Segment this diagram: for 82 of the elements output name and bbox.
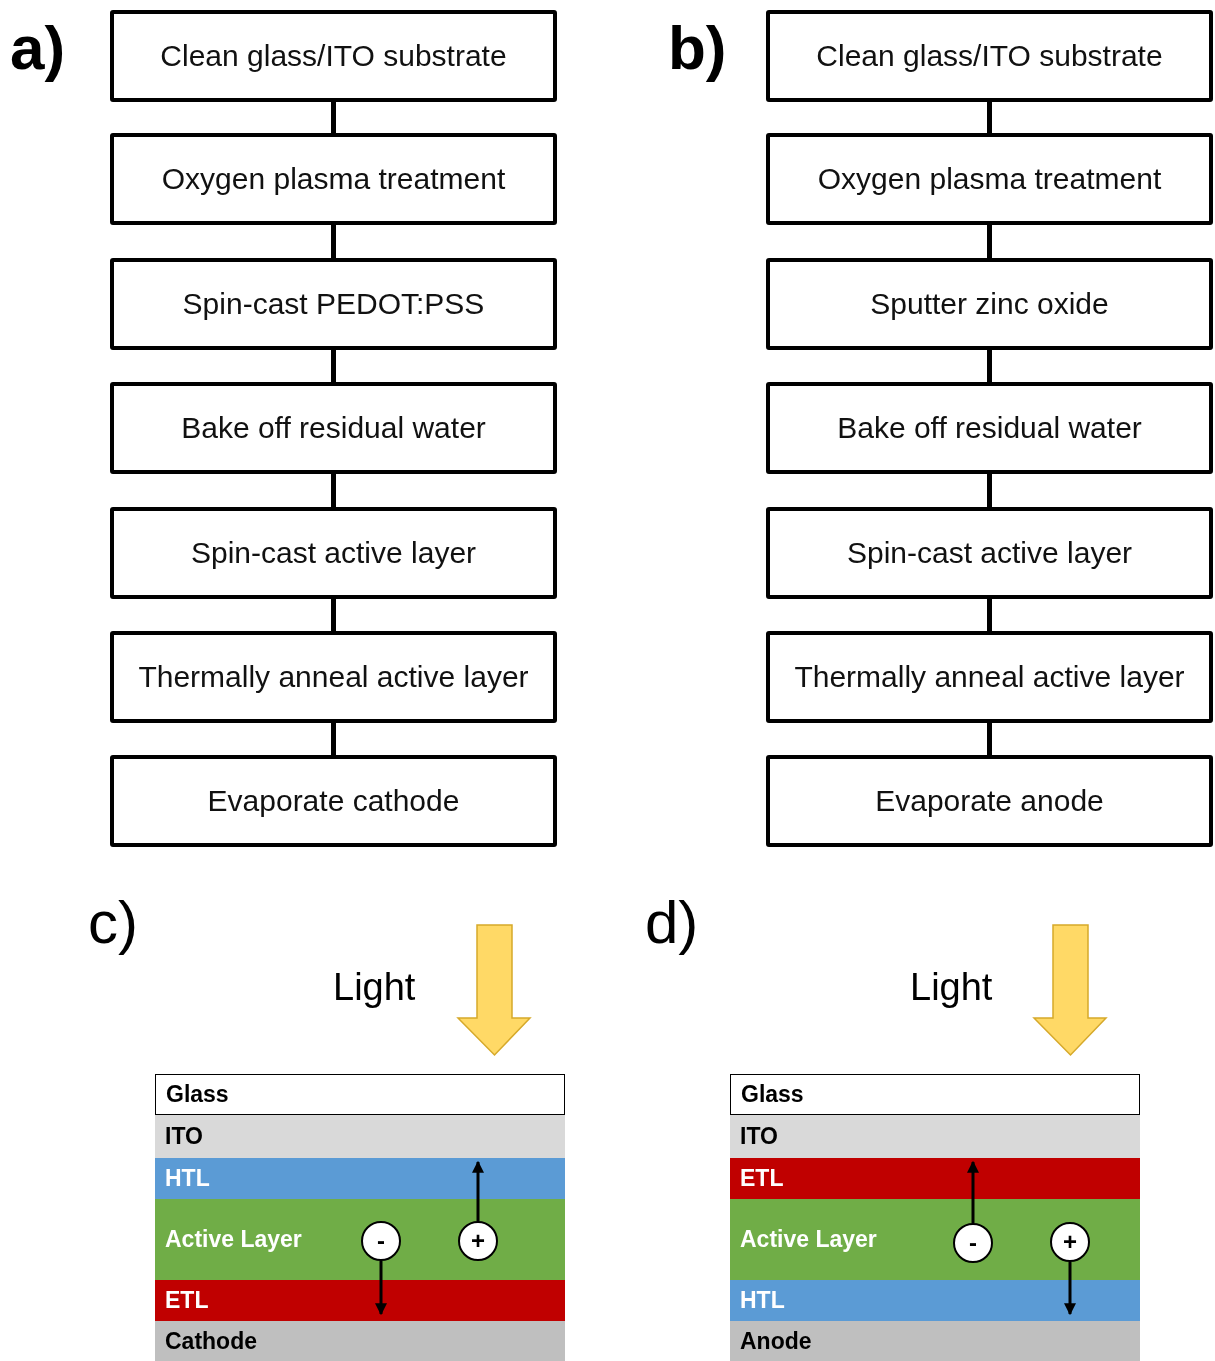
layer-label: ITO bbox=[165, 1123, 203, 1150]
charge-circle bbox=[1050, 1222, 1090, 1262]
process-box bbox=[766, 133, 1213, 225]
step-text: Spin-cast PEDOT:PSS bbox=[182, 287, 485, 321]
step-text: Oxygen plasma treatment bbox=[161, 162, 506, 196]
layer-band bbox=[155, 1074, 565, 1115]
step-text: Sputter zinc oxide bbox=[870, 287, 1109, 321]
process-box bbox=[766, 10, 1213, 102]
panel-label: b) bbox=[668, 12, 727, 83]
connector-line bbox=[987, 599, 992, 631]
connector-line bbox=[331, 599, 336, 631]
charge-sign: - bbox=[377, 1229, 385, 1253]
layer-band bbox=[730, 1321, 1140, 1361]
connector-line bbox=[987, 102, 992, 133]
layer-band bbox=[155, 1321, 565, 1361]
step-text: Oxygen plasma treatment bbox=[817, 162, 1162, 196]
process-box bbox=[110, 258, 557, 350]
layer-band bbox=[730, 1199, 1140, 1280]
layer-label: Cathode bbox=[165, 1327, 257, 1355]
process-box bbox=[766, 507, 1213, 599]
connector-line bbox=[987, 225, 992, 258]
connector-line bbox=[331, 350, 336, 382]
layer-label: Active Layer bbox=[740, 1226, 877, 1253]
step-text: Bake off residual water bbox=[181, 411, 486, 445]
panel-label: c) bbox=[88, 888, 138, 957]
charge-sign: - bbox=[969, 1231, 977, 1255]
charge-sign: + bbox=[1063, 1230, 1077, 1254]
layer-band bbox=[730, 1158, 1140, 1199]
process-box bbox=[110, 507, 557, 599]
step-text: Thermally anneal active layer bbox=[794, 660, 1185, 694]
layer-label: ITO bbox=[740, 1123, 778, 1150]
charge-circle bbox=[953, 1223, 993, 1263]
process-box bbox=[110, 755, 557, 847]
process-box bbox=[766, 258, 1213, 350]
panel-label: a) bbox=[10, 12, 66, 83]
arrow bbox=[472, 1160, 484, 1221]
process-box bbox=[766, 382, 1213, 474]
step-text: Clean glass/ITO substrate bbox=[160, 39, 507, 73]
connector-line bbox=[331, 225, 336, 258]
step-text: Evaporate cathode bbox=[207, 784, 460, 818]
connector-line bbox=[987, 474, 992, 507]
layer-band bbox=[730, 1074, 1140, 1115]
layer-label: ETL bbox=[165, 1287, 209, 1314]
connector-line bbox=[331, 474, 336, 507]
step-text: Clean glass/ITO substrate bbox=[816, 39, 1163, 73]
layer-label: ETL bbox=[740, 1165, 784, 1192]
layer-band bbox=[155, 1199, 565, 1280]
arrow bbox=[967, 1160, 979, 1223]
step-text: Spin-cast active layer bbox=[846, 536, 1133, 570]
process-box bbox=[110, 10, 557, 102]
process-box bbox=[110, 382, 557, 474]
connector-line bbox=[987, 350, 992, 382]
process-box bbox=[766, 755, 1213, 847]
step-text: Thermally anneal active layer bbox=[138, 660, 529, 694]
layer-label: Active Layer bbox=[165, 1226, 302, 1253]
light-label: Light bbox=[333, 966, 416, 1009]
arrow bbox=[375, 1261, 387, 1316]
layer-label: HTL bbox=[165, 1165, 210, 1192]
layer-band bbox=[730, 1115, 1140, 1158]
layer-label: Glass bbox=[741, 1081, 804, 1108]
charge-circle bbox=[458, 1221, 498, 1261]
connector-line bbox=[331, 102, 336, 133]
panel-label: d) bbox=[645, 888, 699, 957]
process-box bbox=[110, 631, 557, 723]
step-text: Spin-cast active layer bbox=[190, 536, 477, 570]
step-text: Evaporate anode bbox=[875, 784, 1104, 818]
layer-band bbox=[155, 1280, 565, 1321]
layer-label: HTL bbox=[740, 1287, 785, 1314]
charge-sign: + bbox=[471, 1229, 485, 1253]
layer-band bbox=[730, 1280, 1140, 1321]
layer-band bbox=[155, 1158, 565, 1199]
process-box bbox=[766, 631, 1213, 723]
connector-line bbox=[331, 723, 336, 755]
step-text: Bake off residual water bbox=[837, 411, 1142, 445]
process-box bbox=[110, 133, 557, 225]
arrow bbox=[1064, 1262, 1076, 1316]
charge-circle bbox=[361, 1221, 401, 1261]
layer-label: Anode bbox=[740, 1327, 812, 1355]
light-label: Light bbox=[910, 966, 993, 1009]
connector-line bbox=[987, 723, 992, 755]
layer-label: Glass bbox=[166, 1081, 229, 1108]
layer-band bbox=[155, 1115, 565, 1158]
